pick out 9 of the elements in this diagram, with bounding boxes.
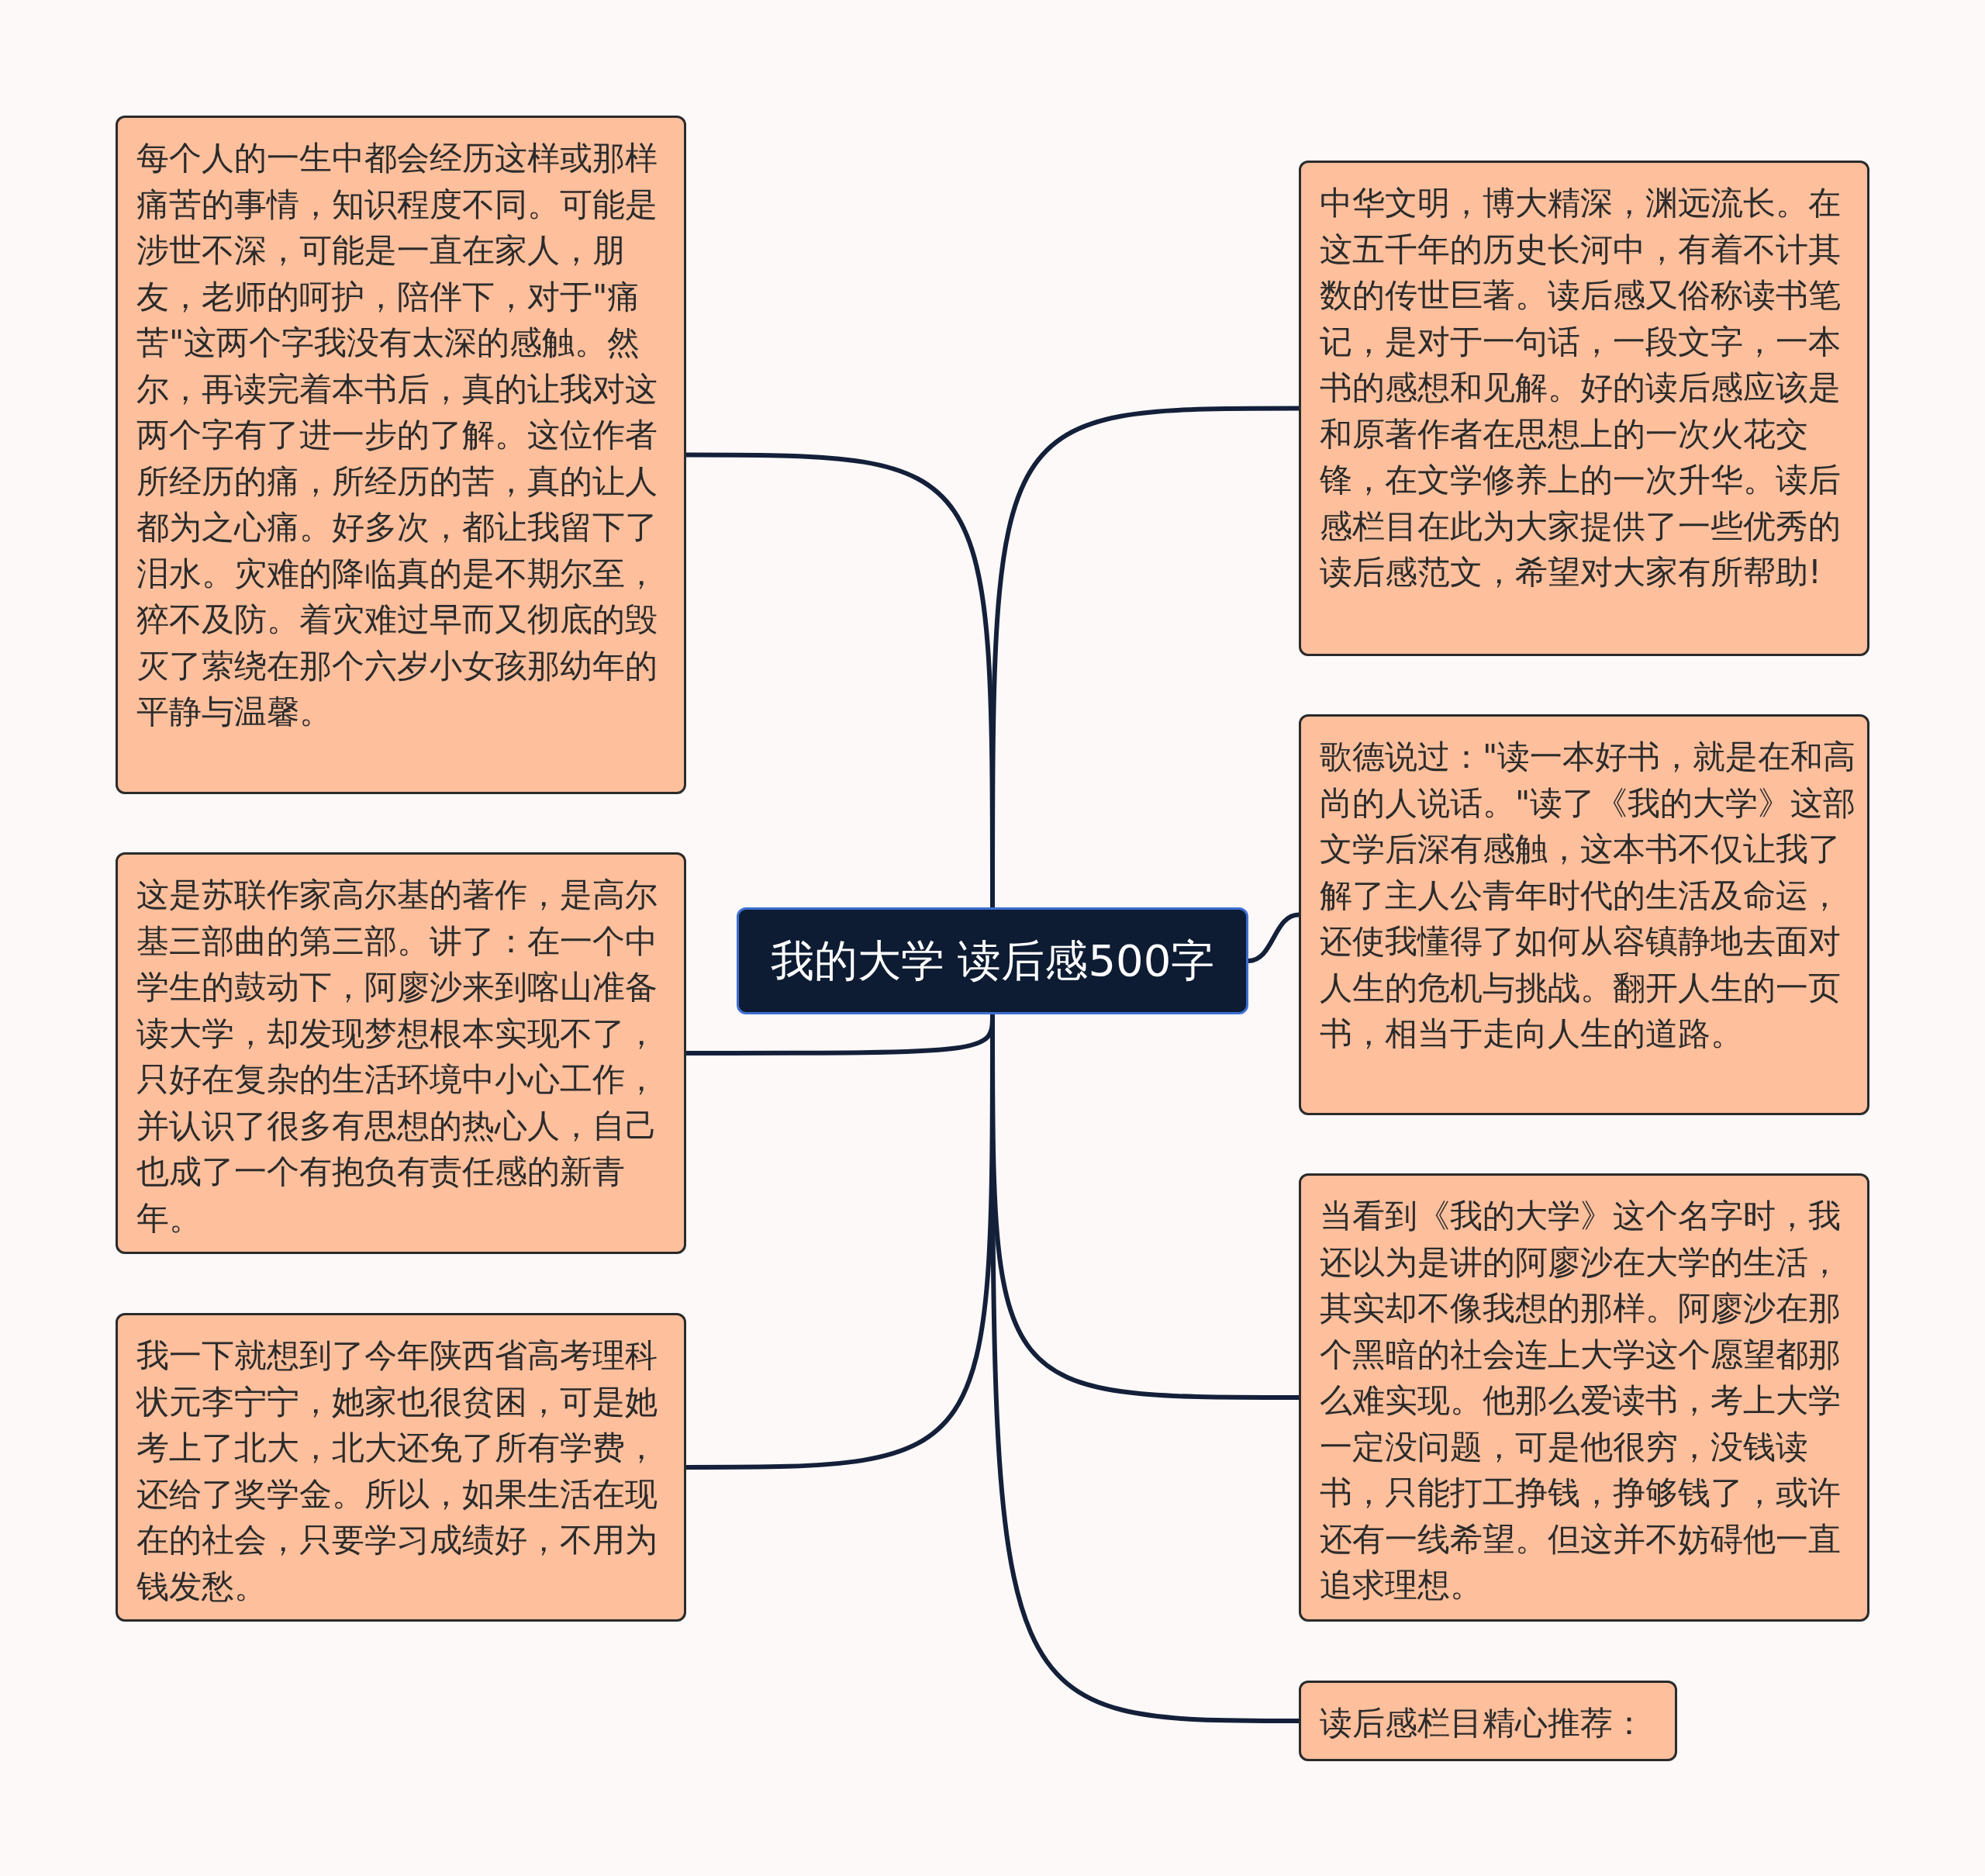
topic-box: 中华文明，博大精深，渊远流长。在这五千年的历史长河中，有着不计其数的传世巨著。读后感又俗称读书笔记，是对于一句话，一段文字，一本书的感想和见解。好的读后感应该是和原著作者在思想上的一次火花交锋，在文学修养上的一次升华。读后感栏目在此为大家提供了一些优秀的读后感范文，希望对大家有所帮助! [1299,161,1869,656]
topic-box: 歌德说过："读一本好书，就是在和高尚的人说话。"读了《我的大学》这部文学后深有感触，这本书不仅让我了解了主人公青年时代的生活及命运，还使我懂得了如何从容镇静地去面对人生的危机与挑战。翻开人生的一页书，相当于走向人生的道路。 [1299,714,1869,1115]
topic-box: 我一下就想到了今年陕西省高考理科状元李宁宁，她家也很贫困，可是她考上了北大，北大还免了所有学费，还给了奖学金。所以，如果生活在现在的社会，只要学习成绩好，不用为钱发愁。 [116,1313,686,1622]
topic-box: 这是苏联作家高尔基的著作，是高尔基三部曲的第三部。讲了：在一个中学生的鼓动下，阿廖沙来到喀山准备读大学，却发现梦想根本实现不了，只好在复杂的生活环境中小心工作，并认识了很多有思想的热心人，自己也成了一个有抱负有责任感的新青年。 [116,852,686,1254]
central-topic-box: 我的大学 读后感500字 [737,907,1248,1014]
topic-box: 当看到《我的大学》这个名字时，我还以为是讲的阿廖沙在大学的生活，其实却不像我想的那样。阿廖沙在那个黑暗的社会连上大学这个愿望都那么难实现。他那么爱读书，考上大学一定没问题，可是他很穷，没钱读书，只能打工挣钱，挣够钱了，或许还有一线希望。但这并不妨碍他一直追求理想。 [1299,1173,1869,1622]
topic-box: 读后感栏目精心推荐： [1299,1681,1677,1761]
topic-box: 每个人的一生中都会经历这样或那样痛苦的事情，知识程度不同。可能是涉世不深，可能是一直在家人，朋友，老师的呵护，陪伴下，对于"痛苦"这两个字我没有太深的感触。然尔，再读完着本书后，真的让我对这两个字有了进一步的了解。这位作者所经历的痛，所经历的苦，真的让人都为之心痛。好多次，都让我留下了泪水。灾难的降临真的是不期尔至，猝不及防。着灾难过早而又彻底的毁灭了萦绕在那个六岁小女孩那幼年的平静与温馨。 [116,116,686,794]
connector-line [1248,912,1300,963]
